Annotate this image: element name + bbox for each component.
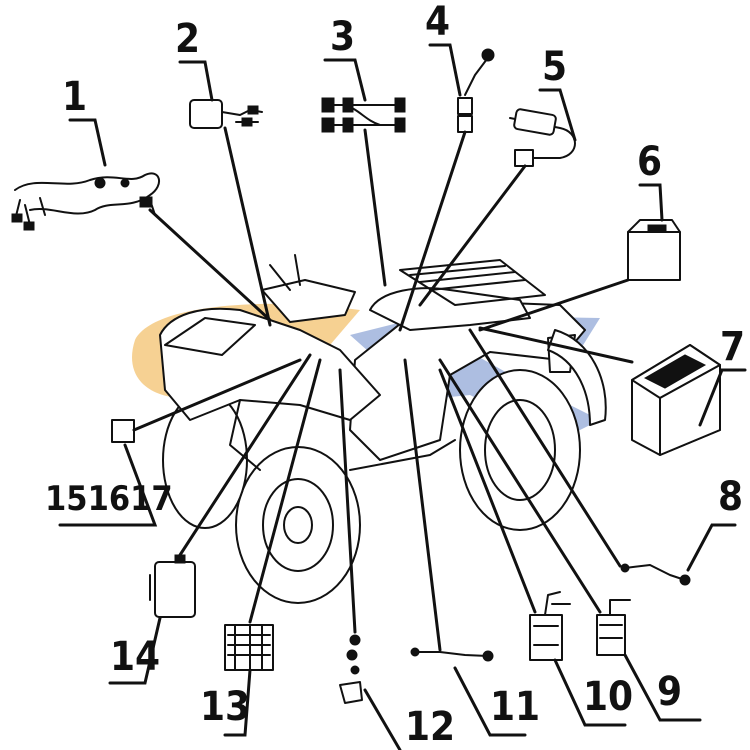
callout-9: 9 <box>657 669 682 715</box>
rear-wheel <box>459 369 581 531</box>
callout-14: 14 <box>110 634 160 680</box>
callout-2: 2 <box>175 16 200 62</box>
part-4-fuse <box>457 48 495 133</box>
part-9-ignition-coil <box>596 599 631 656</box>
part-10-regulator <box>529 591 571 661</box>
part-14-cdi-unit <box>149 554 196 618</box>
part-3-harness-connectors <box>321 97 406 133</box>
callout-5: 5 <box>542 44 567 90</box>
front-fender <box>159 307 381 421</box>
handlebar <box>261 279 356 323</box>
callout-151617: 151617 <box>45 479 173 519</box>
callout-12: 12 <box>405 704 455 750</box>
callout-labels: 1 2 3 4 5 6 7 8 9 10 11 12 13 14 151617 <box>45 0 745 750</box>
part-13-rectifier <box>224 624 274 671</box>
atv-illustration <box>159 254 607 604</box>
callout-1: 1 <box>62 74 87 120</box>
part-2-switch <box>189 99 263 129</box>
callout-8: 8 <box>718 474 743 520</box>
callout-13: 13 <box>200 684 250 730</box>
part-12-switch-assembly <box>339 634 363 704</box>
part-8-cable <box>620 563 691 586</box>
part-7-battery <box>631 344 721 456</box>
callout-3: 3 <box>330 14 355 60</box>
part-1-wiring-harness <box>11 172 160 231</box>
callout-6: 6 <box>637 139 662 185</box>
part-5-starter-cable <box>509 108 576 167</box>
part-6-relay <box>627 219 681 281</box>
callout-7: 7 <box>720 324 745 370</box>
callout-11: 11 <box>490 684 540 730</box>
part-151617-flasher-relay <box>111 419 135 443</box>
part-11-cable <box>410 647 494 662</box>
front-wheel <box>235 446 361 604</box>
callout-10: 10 <box>583 674 633 720</box>
leader-lines <box>58 43 747 750</box>
callout-4: 4 <box>425 0 450 45</box>
